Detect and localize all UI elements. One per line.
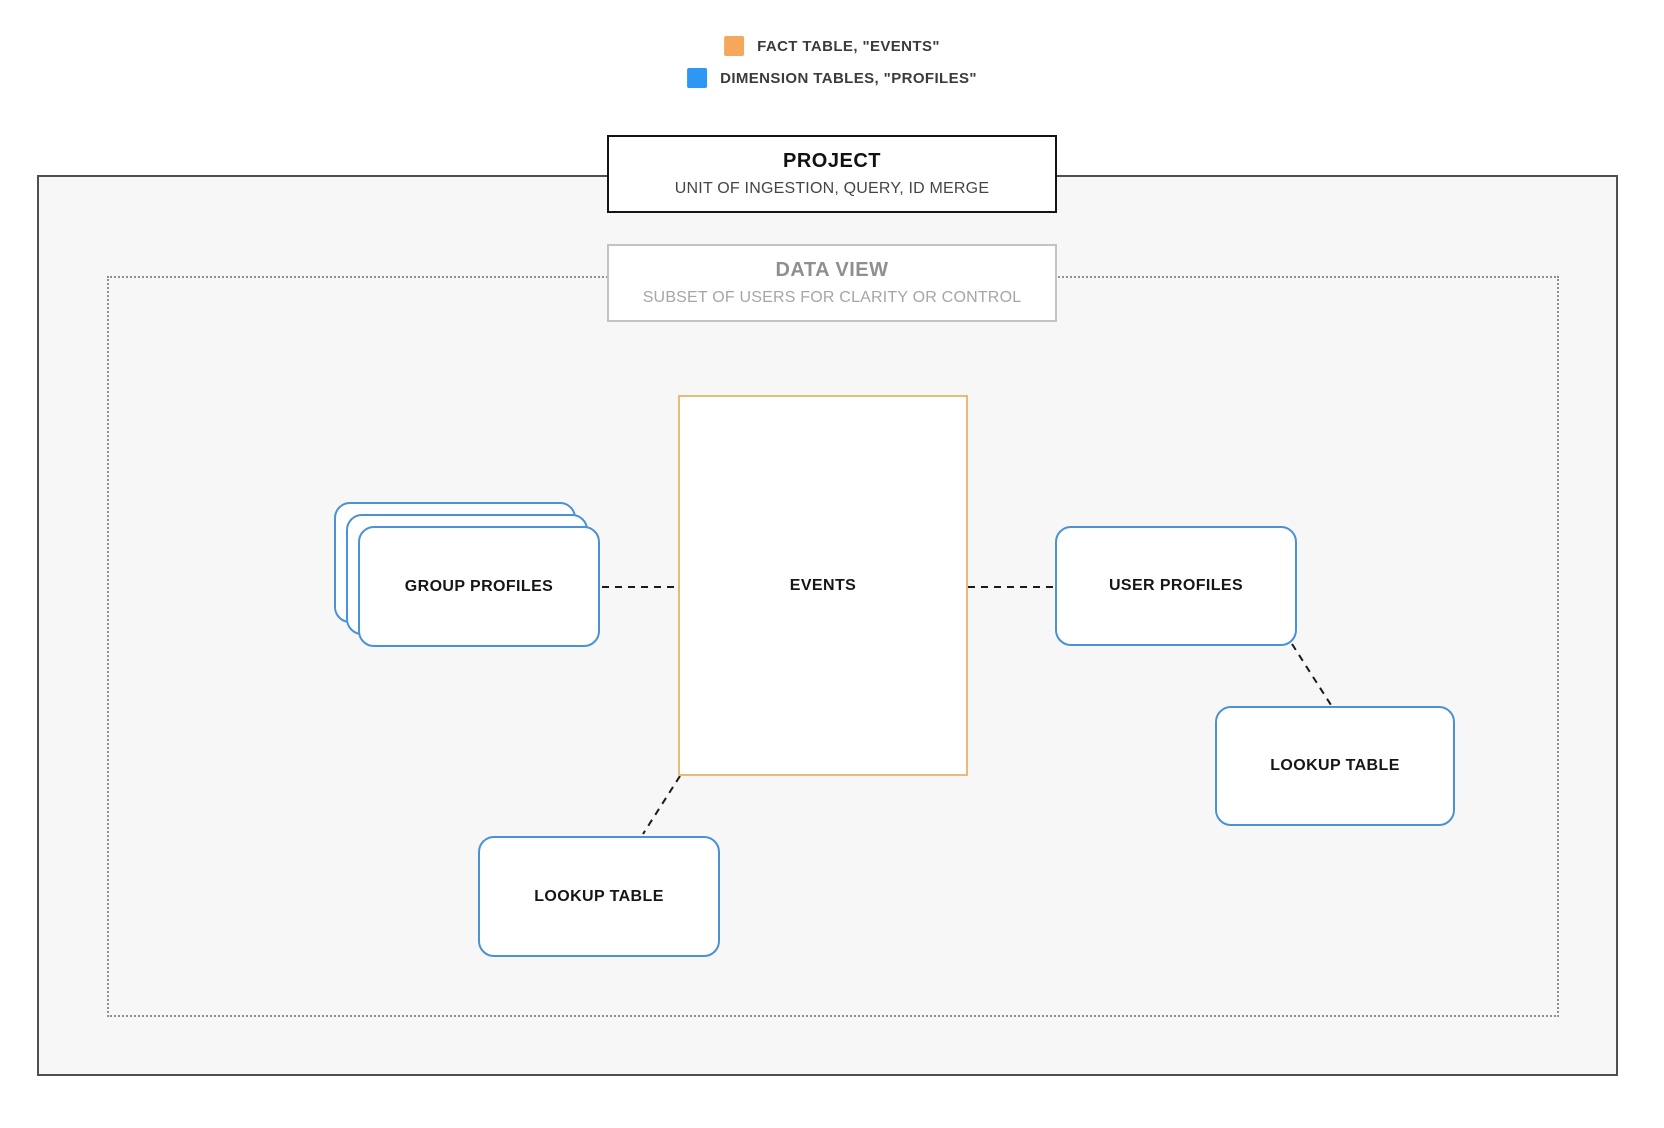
edge-events-lookup-table — [642, 775, 681, 835]
node-events: EVENTS — [678, 395, 968, 776]
project-subtitle: UNIT OF INGESTION, QUERY, ID MERGE — [674, 180, 990, 197]
node-lookup-table-right-label: LOOKUP TABLE — [1270, 757, 1400, 774]
legend-item-dimension: DIMENSION TABLES, "PROFILES" — [687, 68, 977, 88]
node-user-profiles-label: USER PROFILES — [1108, 577, 1244, 594]
node-group-profiles: GROUP PROFILES — [358, 526, 600, 647]
legend-item-fact: FACT TABLE, "EVENTS" — [724, 36, 940, 56]
node-user-profiles: USER PROFILES — [1055, 526, 1297, 646]
edge-user-profiles-lookup-table — [1291, 643, 1332, 706]
legend: FACT TABLE, "EVENTS" DIMENSION TABLES, "… — [687, 36, 977, 88]
legend-label-fact: FACT TABLE, "EVENTS" — [757, 37, 940, 55]
data-view-header: DATA VIEW SUBSET OF USERS FOR CLARITY OR… — [607, 244, 1057, 323]
node-group-profiles-label: GROUP PROFILES — [404, 577, 554, 595]
legend-label-dimension: DIMENSION TABLES, "PROFILES" — [720, 69, 977, 87]
node-lookup-table-bottom: LOOKUP TABLE — [478, 836, 720, 957]
data-view-title: DATA VIEW — [775, 259, 889, 281]
data-view-subtitle: SUBSET OF USERS FOR CLARITY OR CONTROL — [642, 289, 1022, 306]
project-title: PROJECT — [783, 150, 881, 172]
dimension-swatch-icon — [687, 68, 708, 88]
node-lookup-table-bottom-label: LOOKUP TABLE — [534, 887, 664, 905]
node-events-label: EVENTS — [789, 576, 857, 594]
node-lookup-table-right: LOOKUP TABLE — [1215, 706, 1455, 826]
project-header: PROJECT UNIT OF INGESTION, QUERY, ID MER… — [607, 135, 1057, 214]
fact-swatch-icon — [724, 36, 745, 56]
